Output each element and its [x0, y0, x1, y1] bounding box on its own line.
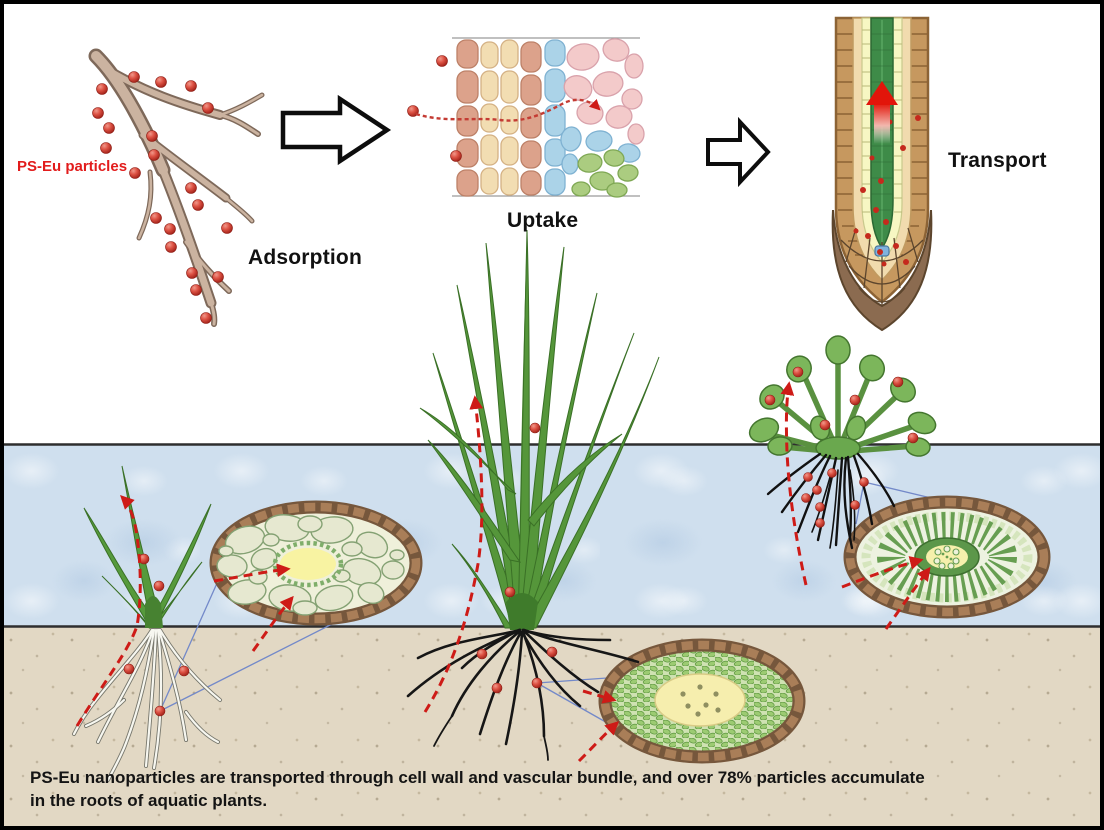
- flow-arrow-1-icon: [280, 94, 392, 166]
- upward-transport-arrow: [874, 103, 890, 144]
- endodermis-cells: [544, 39, 641, 196]
- crosssection-right-radial: [843, 495, 1051, 619]
- figure-caption: PS-Eu nanoparticles are transported thro…: [30, 766, 1090, 813]
- right-plant-roots: [766, 452, 896, 550]
- flow-arrow-2-icon: [706, 116, 771, 188]
- ps-eu-particles-annotation: PS-Eu particles: [17, 158, 128, 175]
- parenchyma-cells: [571, 149, 639, 198]
- left-plant-roots: [72, 628, 222, 782]
- adsorbed-particles: [92, 71, 233, 324]
- step-label-uptake: Uptake: [507, 209, 579, 232]
- uptake-particles: [407, 55, 462, 162]
- adsorption-root-illustration: [88, 48, 265, 327]
- stele-cells: [563, 38, 645, 145]
- vascular-center: [280, 548, 336, 580]
- root-cap: [831, 209, 933, 332]
- middle-plant-illustration: [406, 229, 660, 761]
- transport-dashed-arrows: [75, 381, 931, 763]
- transport-particles: [853, 115, 921, 267]
- vascular-center: [654, 673, 746, 727]
- caption-line-1: PS-Eu nanoparticles are transported thro…: [30, 768, 925, 787]
- left-plant-illustration: [72, 465, 222, 782]
- crosssection-left-aerenchyma: [209, 500, 423, 626]
- step-label-adsorption: Adsorption: [248, 246, 362, 269]
- scene-nanoparticles: [123, 366, 919, 717]
- uptake-cellwall-panel: [407, 37, 645, 198]
- caption-line-2: in the roots of aquatic plants.: [30, 791, 268, 811]
- step-label-transport: Transport: [948, 149, 1047, 172]
- transport-root-tip-illustration: [831, 16, 933, 332]
